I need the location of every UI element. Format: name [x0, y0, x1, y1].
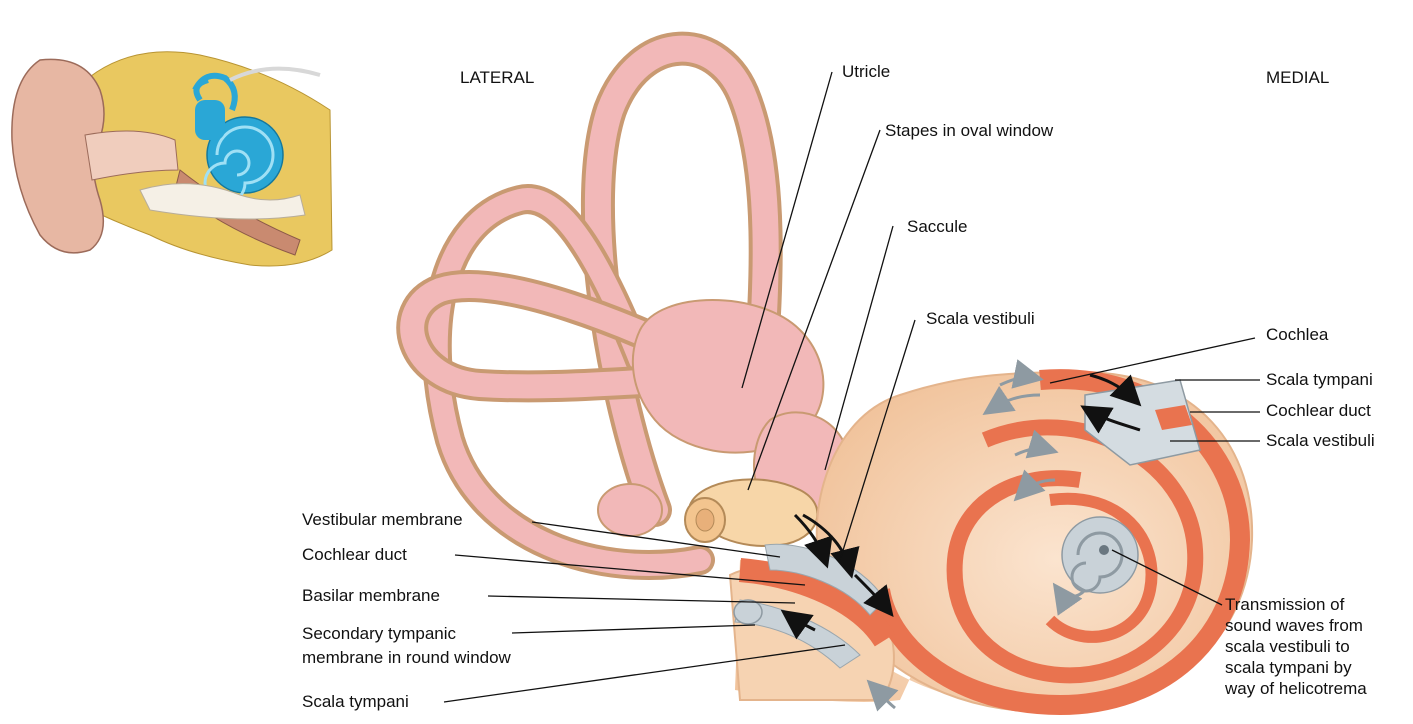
label-scala-tympani-left: Scala tympani — [302, 692, 409, 712]
label-cochlear-duct-left: Cochlear duct — [302, 545, 407, 565]
label-secondary-tympanic-line1: Secondary tympanic — [302, 624, 456, 644]
label-transmission-line5: way of helicotrema — [1225, 679, 1367, 699]
leader-cochlea — [1050, 338, 1255, 383]
label-saccule: Saccule — [907, 217, 967, 237]
label-cochlea: Cochlea — [1266, 325, 1328, 345]
inset-ear-illustration — [12, 52, 332, 266]
ampulla — [598, 484, 662, 536]
round-window — [734, 600, 762, 624]
label-utricle: Utricle — [842, 62, 890, 82]
label-scala-vestibuli-right: Scala vestibuli — [1266, 431, 1375, 451]
orientation-medial: MEDIAL — [1266, 68, 1329, 88]
stapes — [685, 479, 817, 546]
label-basilar-membrane: Basilar membrane — [302, 586, 440, 606]
label-scala-vestibuli-top: Scala vestibuli — [926, 309, 1035, 329]
inset-vestibule — [195, 100, 225, 140]
label-transmission-line3: scala vestibuli to — [1225, 637, 1350, 657]
label-scala-tympani-right: Scala tympani — [1266, 370, 1373, 390]
helicotrema — [1062, 517, 1138, 593]
label-vestibular-membrane: Vestibular membrane — [302, 510, 463, 530]
leader-secondary-tympanic — [512, 625, 755, 633]
label-transmission-line1: Transmission of — [1225, 595, 1344, 615]
label-transmission-line2: sound waves from — [1225, 616, 1363, 636]
orientation-lateral: LATERAL — [460, 68, 534, 88]
label-cochlear-duct-right: Cochlear duct — [1266, 401, 1371, 421]
label-secondary-tympanic-line2: membrane in round window — [302, 648, 511, 668]
label-stapes: Stapes in oval window — [885, 121, 1053, 141]
label-transmission-line4: scala tympani by — [1225, 658, 1352, 678]
